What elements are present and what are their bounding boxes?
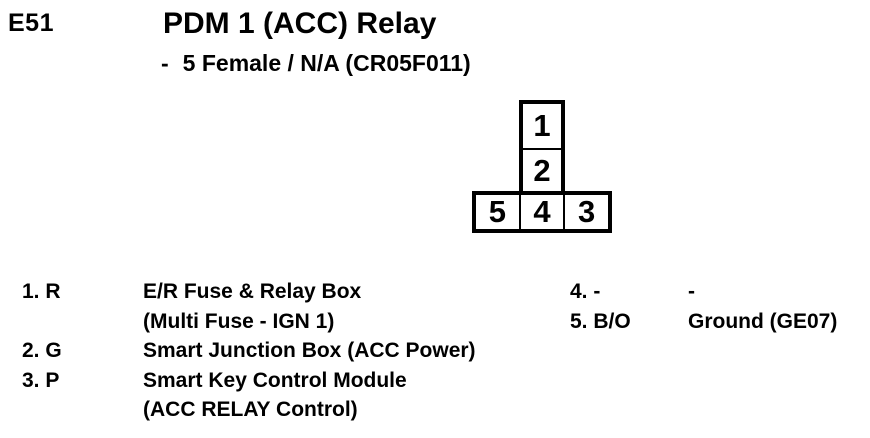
pin-description-line: E/R Fuse & Relay Box [143,280,362,303]
pin-description-line: Ground (GE07) [688,309,838,333]
pin-cell-1: 1 [523,104,561,150]
pin-description: Smart Key Control Module (ACC RELAY Cont… [143,366,552,425]
pin-number-wire-color: 5. B/O [570,309,631,333]
connector-subtitle: - 5 Female / N/A (CR05F011) [161,50,471,77]
pin-cell-5: 5 [476,194,521,229]
pin-list-left: 1. R E/R Fuse & Relay Box (Multi Fuse - … [22,277,552,425]
subtitle-dash: - [161,50,169,76]
pin-row-4: 4. - - [570,277,870,307]
pin-number-wire-color: 2. G [22,339,62,362]
pin-row-3: 3. P Smart Key Control Module (ACC RELAY… [22,366,552,425]
pin-number-wire-color: 4. - [570,280,601,303]
connector-diagram-bottom-row: 5 4 3 [472,191,612,233]
connector-id: E51 [8,9,54,37]
subtitle-text: 5 Female / N/A (CR05F011) [182,50,471,76]
pin-description-line: (Multi Fuse - IGN 1) [143,309,335,333]
pin-row-2: 2. G Smart Junction Box (ACC Power) [22,336,552,366]
pin-description: Ground (GE07) [688,307,870,337]
pin-description: - [688,277,870,307]
pin-row-1: 1. R E/R Fuse & Relay Box (Multi Fuse - … [22,277,552,336]
pin-row-5: 5. B/O Ground (GE07) [570,307,870,337]
pin-description-line: - [688,280,695,303]
pin-list-right: 4. - - 5. B/O Ground (GE07) [570,277,870,336]
pin-cell-2: 2 [533,152,551,188]
pin-number-wire-color: 3. P [22,368,60,392]
pin-description-line: Smart Junction Box (ACC Power) [143,339,476,362]
pin-description: Smart Junction Box (ACC Power) [143,336,552,366]
pin-description-line: (ACC RELAY Control) [143,398,358,421]
pin-number-wire-color: 1. R [22,280,61,303]
pin-cell-4: 4 [521,194,566,229]
pin-description: E/R Fuse & Relay Box (Multi Fuse - IGN 1… [143,277,552,336]
page-title: PDM 1 (ACC) Relay [163,7,437,40]
pin-description-line: Smart Key Control Module [143,368,407,392]
pin-cell-3: 3 [578,194,596,229]
connector-diagram-top-column: 1 2 [519,100,565,191]
